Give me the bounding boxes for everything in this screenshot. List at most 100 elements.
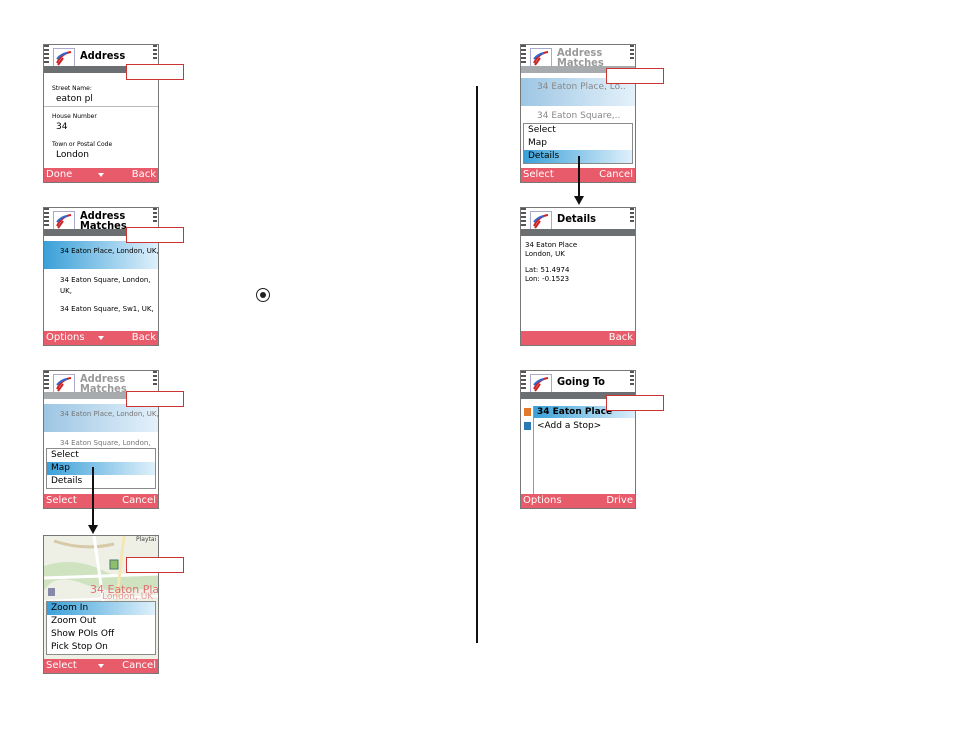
app-logo-icon — [53, 211, 75, 231]
signal-indicator — [44, 45, 50, 75]
match-item-1: 34 Eaton Place, Lo.. — [537, 82, 626, 92]
menu-item-map[interactable]: Map — [47, 462, 155, 475]
match-item-2: 34 Eaton Square,.. — [537, 111, 621, 121]
options-menu: Select Map Details — [46, 448, 156, 489]
app-logo-icon — [530, 48, 552, 68]
battery-indicator — [630, 371, 635, 391]
options-softkey[interactable]: Options — [523, 495, 562, 506]
callout-box — [126, 227, 184, 243]
town-field[interactable]: London — [56, 150, 89, 160]
title-line-1: Address — [80, 209, 126, 222]
cancel-softkey[interactable]: Cancel — [122, 660, 156, 671]
menu-item-select[interactable]: Select — [528, 125, 556, 135]
stop-flag-icon — [524, 422, 531, 430]
title-line-2: Matches — [80, 219, 127, 232]
match-item-2: 34 Eaton Square, London, — [60, 439, 151, 447]
select-softkey[interactable]: Select — [46, 495, 77, 506]
back-softkey[interactable]: Back — [131, 332, 156, 343]
app-logo-icon — [530, 374, 552, 394]
details-longitude: Lon: -0.1523 — [525, 275, 570, 283]
softkey-bar: Options Back — [44, 331, 158, 345]
add-stop-item[interactable]: <Add a Stop> — [537, 421, 602, 431]
menu-item-details[interactable]: Details — [51, 476, 83, 486]
menu-item-zoom-in[interactable]: Zoom In — [47, 602, 155, 615]
screen-title: Address — [80, 49, 126, 62]
callout-box — [606, 395, 664, 411]
details-latitude: Lat: 51.4974 — [525, 266, 570, 274]
cancel-softkey[interactable]: Cancel — [599, 169, 633, 180]
field-separator — [44, 106, 158, 107]
softkey-bar: Select Cancel — [44, 494, 158, 508]
menu-item-map[interactable]: Map — [528, 138, 547, 148]
map-corner-label: Playtai — [136, 536, 157, 543]
app-logo-icon — [530, 211, 552, 231]
title-divider — [44, 229, 158, 236]
screen-title: Going To — [557, 375, 605, 388]
softkey-bar: Done Back — [44, 168, 158, 182]
title-line-2: Matches — [557, 56, 604, 69]
selected-row-highlight — [44, 404, 158, 432]
title-divider — [521, 392, 635, 399]
callout-box — [126, 391, 184, 407]
street-name-field[interactable]: eaton pl — [56, 94, 93, 104]
app-logo-icon — [53, 374, 75, 394]
select-softkey[interactable]: Select — [46, 660, 77, 671]
back-softkey[interactable]: Back — [131, 169, 156, 180]
town-label: Town or Postal Code — [52, 141, 113, 148]
map-city-label: London, UK — [102, 592, 154, 602]
signal-indicator — [44, 371, 50, 401]
menu-item-pick-stop[interactable]: Pick Stop On — [51, 642, 108, 652]
title-divider — [521, 66, 635, 73]
flow-arrow-head — [88, 525, 98, 534]
battery-indicator — [630, 45, 635, 65]
callout-box — [126, 64, 184, 80]
flow-arrow — [578, 156, 580, 198]
map-options-menu: Zoom In Zoom Out Show POIs Off Pick Stop… — [46, 601, 156, 655]
back-softkey[interactable]: Back — [608, 332, 633, 343]
house-number-label: House Number — [52, 113, 97, 120]
title-divider — [44, 66, 158, 73]
callout-box — [606, 68, 664, 84]
flow-arrow-head — [574, 196, 584, 205]
menu-item-zoom-out[interactable]: Zoom Out — [51, 616, 97, 626]
house-number-field[interactable]: 34 — [56, 122, 68, 132]
signal-indicator — [521, 208, 527, 238]
softkey-bar: Select Cancel — [44, 659, 158, 673]
details-address-line-2: London, UK — [525, 250, 565, 258]
signal-indicator — [521, 371, 527, 401]
flow-arrow — [92, 467, 94, 527]
select-key-icon — [256, 288, 270, 302]
scroll-down-icon — [98, 173, 104, 177]
options-softkey[interactable]: Options — [46, 332, 85, 343]
drive-softkey[interactable]: Drive — [606, 495, 633, 506]
match-item-2-cont: UK, — [60, 287, 72, 295]
title-line-1: Address — [80, 372, 126, 385]
signal-indicator — [44, 208, 50, 238]
battery-indicator — [630, 208, 635, 228]
street-name-label: Street Name: — [52, 85, 92, 92]
battery-indicator — [153, 45, 158, 65]
done-softkey[interactable]: Done — [46, 169, 73, 180]
menu-item-select[interactable]: Select — [51, 450, 79, 460]
scroll-down-icon — [98, 664, 104, 668]
select-softkey[interactable]: Select — [523, 169, 554, 180]
map-address-label: 34 Eaton Place — [90, 583, 159, 596]
destination-item[interactable]: 34 Eaton Place — [537, 407, 613, 417]
selected-row-highlight — [44, 241, 158, 269]
title-divider — [44, 392, 158, 399]
battery-indicator — [153, 371, 158, 391]
callout-box — [126, 557, 184, 573]
details-address-line-1: 34 Eaton Place — [525, 241, 578, 249]
destination-flag-icon — [524, 408, 531, 416]
match-item-2[interactable]: 34 Eaton Square, London, — [60, 276, 151, 284]
match-item-1[interactable]: 34 Eaton Place, London, UK, — [60, 247, 159, 255]
match-item-3[interactable]: 34 Eaton Square, Sw1, UK, — [60, 305, 154, 313]
scroll-down-icon — [98, 336, 104, 340]
cancel-softkey[interactable]: Cancel — [122, 495, 156, 506]
title-line-2: Matches — [80, 382, 127, 395]
menu-item-show-pois[interactable]: Show POIs Off — [51, 629, 115, 639]
